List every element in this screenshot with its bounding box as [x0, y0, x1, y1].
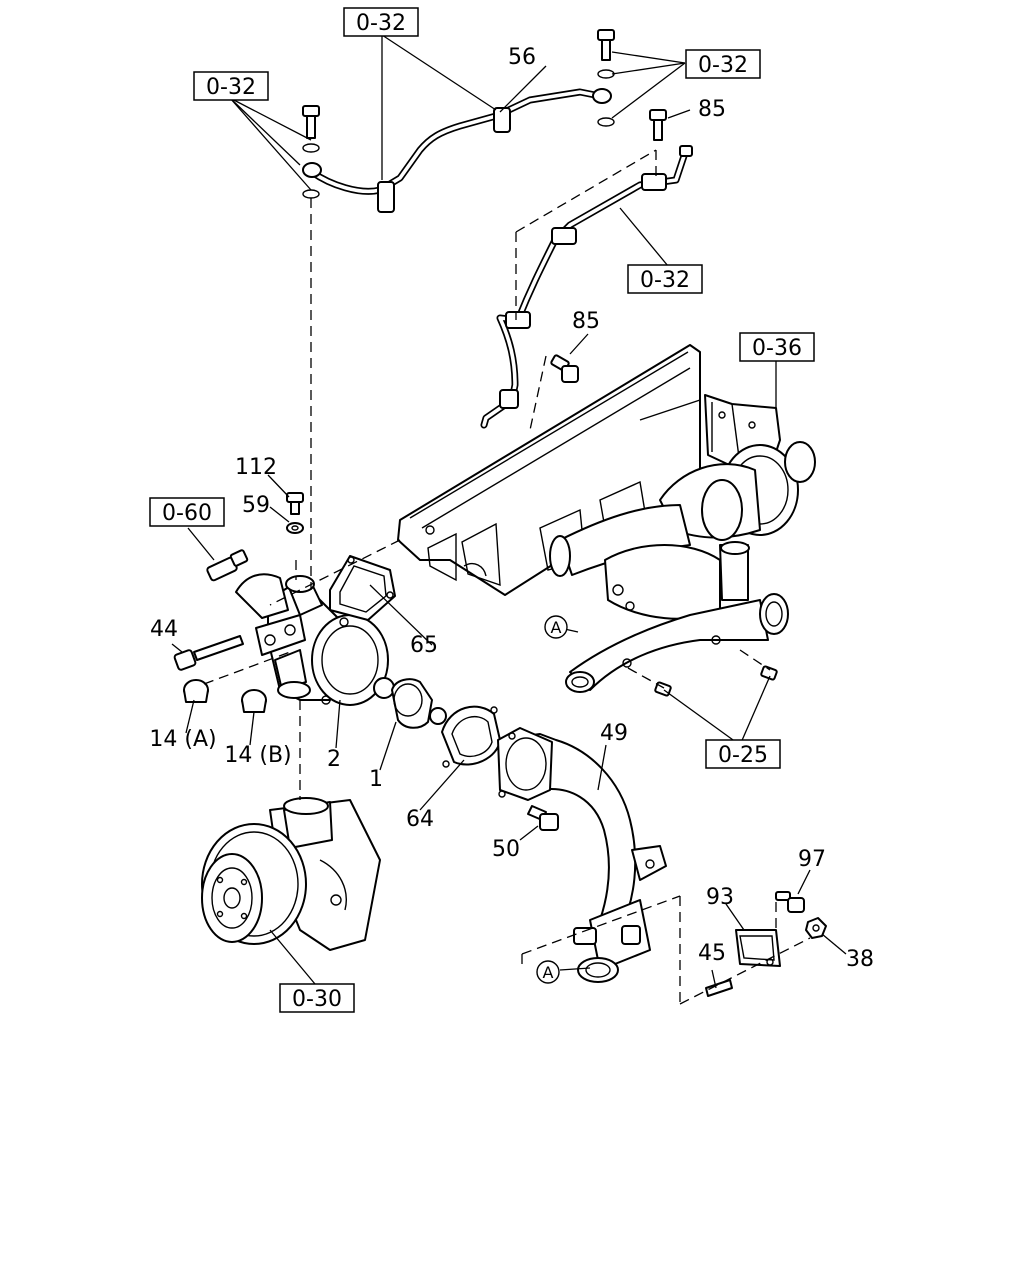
plug-14b [241, 689, 267, 713]
bolt-85-mid [550, 354, 579, 383]
svg-text:A: A [543, 963, 554, 982]
stud-45 [705, 979, 733, 997]
label-38: 38 [846, 947, 874, 972]
ref-box-0-32-left: 0-32 [193, 71, 269, 101]
oil-pipe-lower [480, 145, 693, 429]
label-1: 1 [369, 767, 383, 792]
label-14a: 14 (A) [149, 727, 216, 752]
connection-marker-a-lower: A [536, 960, 560, 984]
ref-box-0-25: 0-25 [705, 739, 781, 769]
nut-38 [805, 917, 827, 939]
svg-text:0-32: 0-32 [356, 11, 406, 36]
svg-text:0-36: 0-36 [752, 336, 802, 361]
label-44: 44 [150, 617, 178, 642]
label-64: 64 [406, 807, 434, 832]
bolt-112 [286, 492, 304, 515]
svg-text:A: A [551, 618, 562, 637]
svg-text:0-32: 0-32 [206, 75, 256, 100]
part-labels: 56 85 85 112 59 65 44 14 (A) 14 (B) 2 1 … [149, 45, 874, 972]
thermostat [373, 677, 447, 729]
label-97: 97 [798, 847, 826, 872]
bolts-0-25 [654, 665, 778, 697]
gasket-64 [441, 705, 501, 768]
svg-text:0-30: 0-30 [292, 987, 342, 1012]
label-45: 45 [698, 941, 726, 966]
label-50: 50 [492, 837, 520, 862]
bolt-97 [775, 891, 805, 913]
washer-59 [286, 522, 304, 534]
turbocharger [549, 394, 816, 620]
banjo-bolt-right [597, 29, 615, 127]
bracket-93 [735, 929, 781, 967]
label-85-top: 85 [698, 97, 726, 122]
label-14b: 14 (B) [224, 743, 291, 768]
ref-box-0-32-right: 0-32 [685, 49, 761, 79]
label-59: 59 [242, 493, 270, 518]
water-pump [201, 797, 381, 951]
water-pipe-49 [497, 727, 667, 983]
label-56: 56 [508, 45, 536, 70]
temperature-sensor [206, 549, 249, 582]
label-65: 65 [410, 633, 438, 658]
plug-14a [183, 679, 209, 703]
connection-marker-a-upper: A [544, 615, 568, 639]
svg-text:0-60: 0-60 [162, 501, 212, 526]
ref-box-0-60: 0-60 [149, 497, 225, 527]
bolt-44 [173, 635, 244, 671]
bolt-85-top [649, 109, 667, 141]
ref-box-0-30: 0-30 [279, 983, 355, 1013]
ref-box-0-32-top: 0-32 [343, 7, 419, 37]
thermostat-housing [235, 573, 389, 706]
dashed-guides [203, 149, 811, 1005]
label-112: 112 [235, 455, 277, 480]
label-85-mid: 85 [572, 309, 600, 334]
ref-box-0-36: 0-36 [739, 332, 815, 362]
leader-lines [171, 34, 847, 991]
svg-text:0-32: 0-32 [640, 268, 690, 293]
svg-text:0-32: 0-32 [698, 53, 748, 78]
oil-pipe-56 [302, 88, 612, 213]
svg-text:0-25: 0-25 [718, 743, 768, 768]
gasket-65 [329, 555, 396, 621]
bolt-50 [527, 805, 559, 831]
label-93: 93 [706, 885, 734, 910]
label-49: 49 [600, 721, 628, 746]
label-2: 2 [327, 747, 341, 772]
coolant-return-pipe [565, 593, 789, 693]
ref-box-0-32-mid: 0-32 [627, 264, 703, 294]
